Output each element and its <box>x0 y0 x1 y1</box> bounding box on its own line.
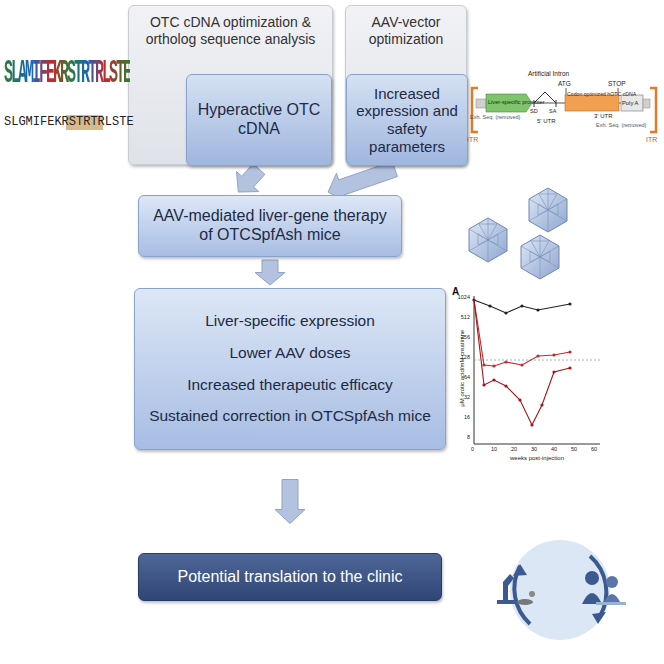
tick-label: 30 <box>531 446 537 452</box>
element-label: SD <box>530 108 538 114</box>
tick-label: 32 <box>464 394 470 400</box>
tick-label: 10 <box>491 446 497 452</box>
sequence-logo: SLAMIFEKRSTRTRLSTE <box>4 58 130 94</box>
outcome-box: Liver-specific expressionLower AAV doses… <box>134 288 446 450</box>
tick-label: 16 <box>464 414 470 420</box>
node-text: Increased therapeutic efficacy <box>187 376 393 394</box>
node-text: Lower AAV doses <box>229 344 350 362</box>
line-chart <box>472 296 600 444</box>
tick-label: 50 <box>571 446 577 452</box>
axis-title: weeks post-injection <box>510 455 564 462</box>
block-arrow <box>275 480 305 524</box>
element-label: SA <box>549 108 556 114</box>
tick-label: 256 <box>461 334 470 340</box>
block-arrow <box>255 260 285 285</box>
node-text: Sustained correction in OTCSpfAsh mice <box>149 407 431 425</box>
tick-label: 40 <box>551 446 557 452</box>
node-text: Liver-specific expression <box>205 312 375 330</box>
element-label: ATG <box>558 80 571 87</box>
tick-label: 8 <box>467 434 470 440</box>
step-box: AAV-vector optimizationIncreased express… <box>345 5 467 165</box>
tick-label: 64 <box>464 374 470 380</box>
block-arrow <box>237 164 265 192</box>
therapy-box: AAV-mediated liver-gene therapy of OTCSp… <box>138 195 402 257</box>
clinic-box: Potential translation to the clinic <box>138 553 442 601</box>
element-label: Poly A <box>622 100 638 106</box>
element-label: STOP <box>608 80 626 87</box>
itr-label: ITR <box>467 136 478 144</box>
tick-label: 20 <box>511 446 517 452</box>
step-box: OTC cDNA optimization & ortholog sequenc… <box>128 5 333 165</box>
result-box: Increased expression and safety paramete… <box>346 74 468 166</box>
element-label: 5' UTR <box>537 118 555 125</box>
tick-label: 512 <box>461 314 470 320</box>
element-label: Liver-specific promoter <box>488 99 545 105</box>
tick-label: 1024 <box>458 294 470 300</box>
tick-label: 128 <box>461 354 470 360</box>
node-text: Hyperactive OTC cDNA <box>193 101 325 139</box>
tick-label: 0 <box>471 446 474 452</box>
tick-label: 60 <box>591 446 597 452</box>
node-text: OTC cDNA optimization & ortholog sequenc… <box>135 14 326 47</box>
element-label: Codon optimized hOTC cDNA <box>567 92 636 98</box>
node-text: Potential translation to the clinic <box>177 568 402 587</box>
node-text: AAV-vector optimization <box>352 14 460 47</box>
result-box: Hyperactive OTC cDNA <box>186 74 332 166</box>
itr-label: ITR <box>646 136 657 144</box>
element-label: Artificial Intron <box>528 70 569 77</box>
sequence: SLGMIFEKRSTRTRLSTE <box>4 116 134 129</box>
element-label: Exh. Seq. (removed) <box>470 114 520 120</box>
element-label: Exh. Seq. (removed) <box>596 122 646 128</box>
element-label: 3' UTR <box>594 113 612 120</box>
vector-schematic <box>472 88 656 132</box>
clinic-icon <box>497 540 626 640</box>
node-text: Increased expression and safety paramete… <box>353 85 461 156</box>
node-text: AAV-mediated liver-gene therapy of OTCSp… <box>147 207 393 245</box>
